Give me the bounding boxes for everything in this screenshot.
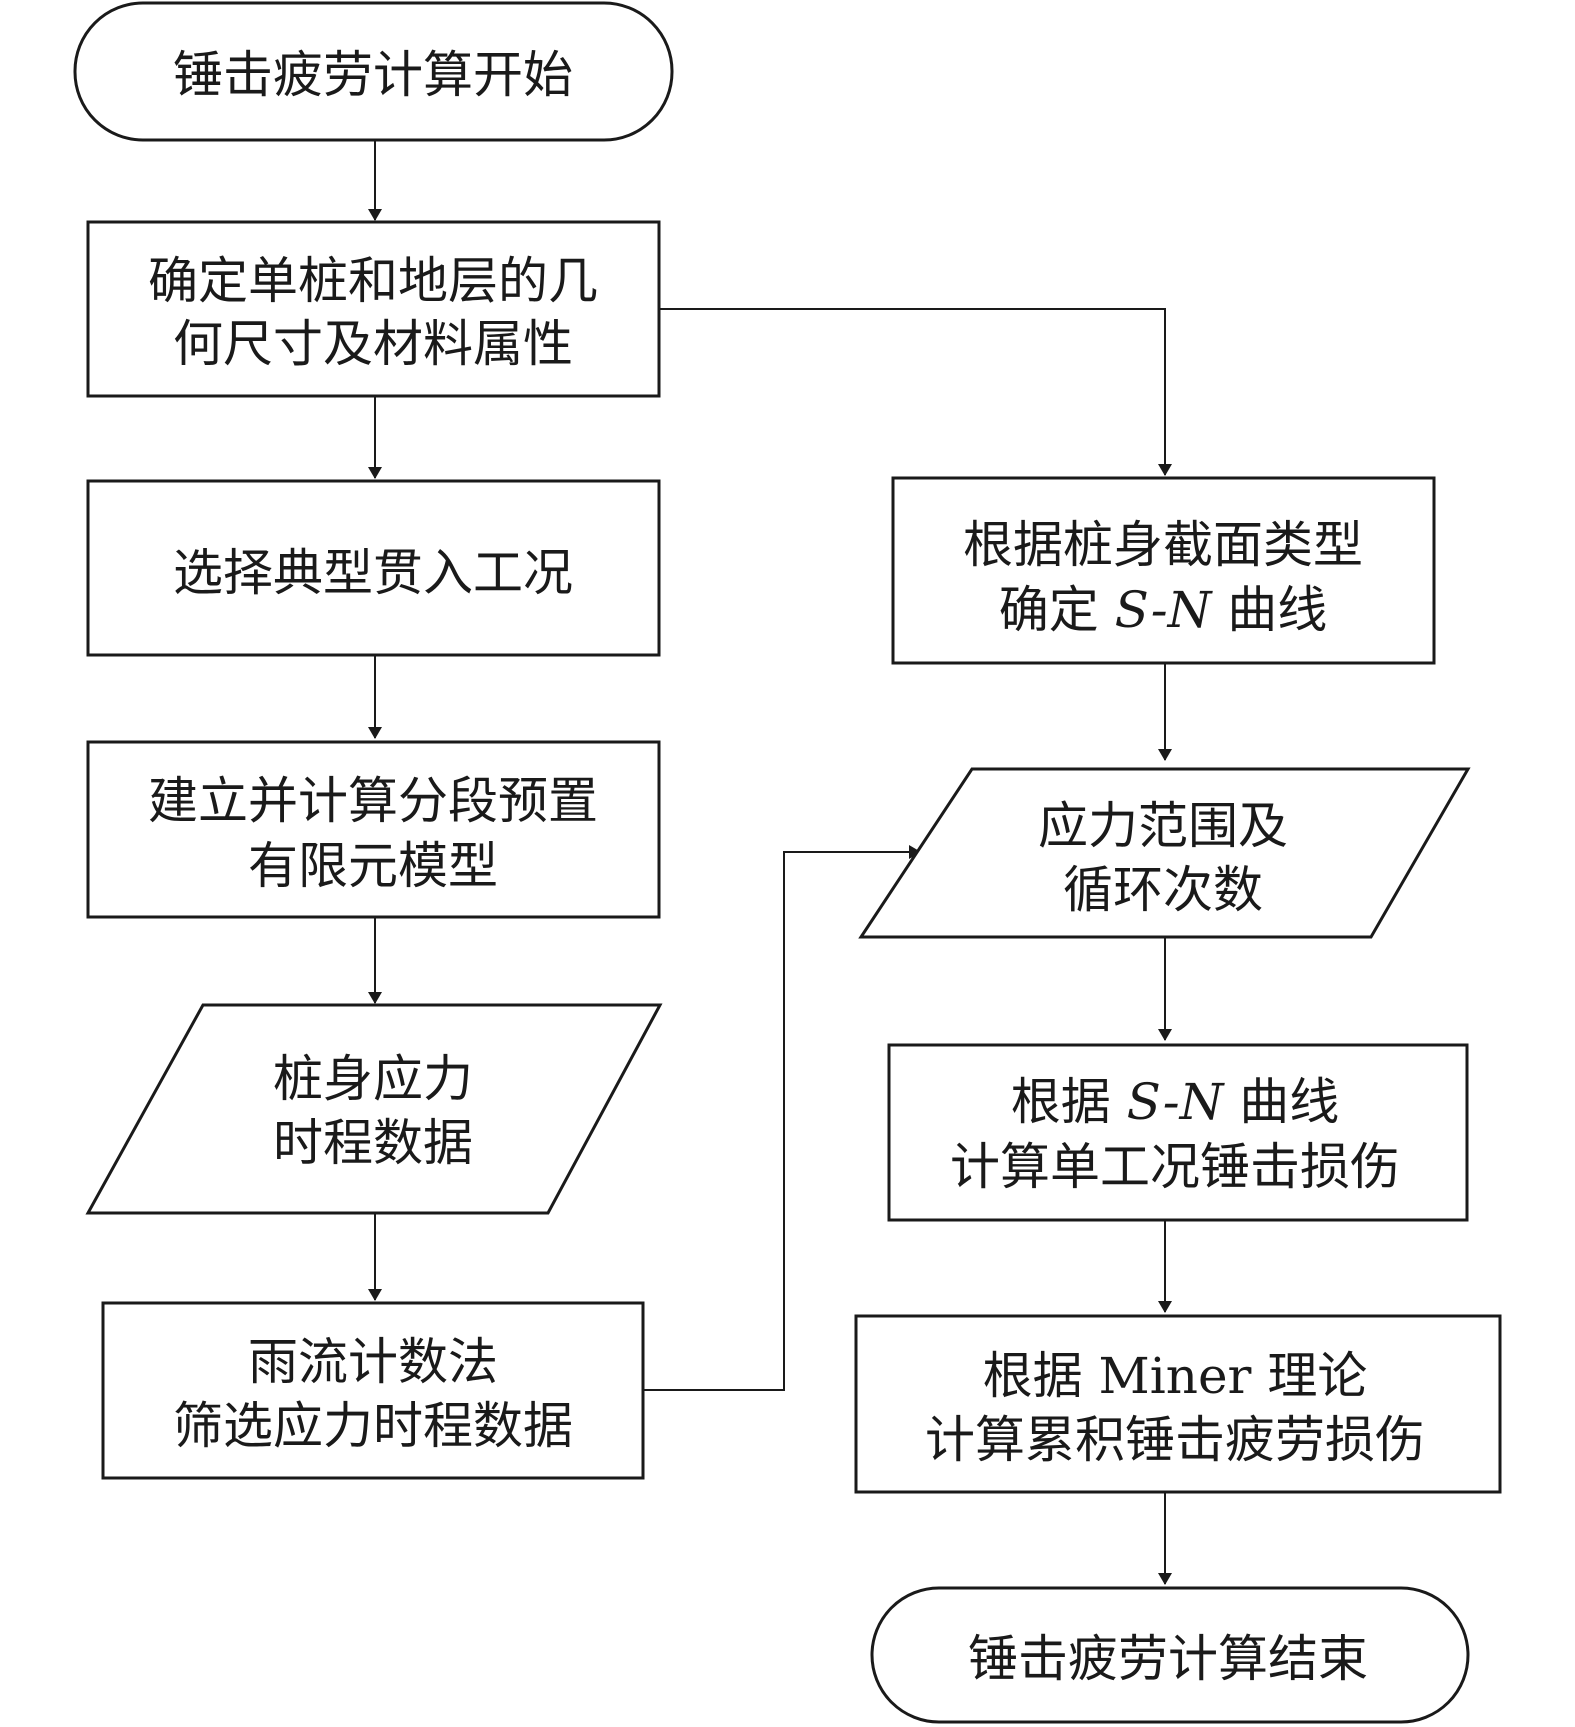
geometry-label-line1: 确定单桩和地层的几 [148, 252, 598, 310]
sn-process-box [891, 476, 1436, 665]
stress-data-label-line2: 时程数据 [273, 1114, 473, 1172]
node-rainflow: 雨流计数法 筛选应力时程数据 [101, 1301, 645, 1480]
end-terminator [870, 1586, 1470, 1724]
stress-data-parallelogram [85, 1003, 663, 1215]
stress-range-parallelogram [858, 767, 1471, 939]
sn-label-line2: 确定 S-N 曲线 [999, 581, 1328, 639]
node-start: 锤击疲劳计算开始 [73, 1, 674, 142]
arrow-rainflow-to-stressrange [643, 845, 921, 1391]
geometry-label-line2: 何尺寸及材料属性 [173, 315, 573, 373]
fe-label-line1: 建立并计算分段预置 [148, 772, 598, 830]
cumulative-label-line1: 根据 Miner 理论 [983, 1347, 1368, 1405]
node-stress-range: 应力范围及 循环次数 [858, 767, 1471, 939]
cumulative-label-line2: 计算累积锤击疲劳损伤 [925, 1411, 1425, 1469]
rainflow-label-line2: 筛选应力时程数据 [173, 1397, 573, 1455]
single-damage-label-line1: 根据 S-N 曲线 [1011, 1073, 1340, 1131]
sn-label-line1: 根据桩身截面类型 [963, 516, 1363, 574]
rainflow-label-line1: 雨流计数法 [248, 1333, 498, 1391]
arrow-geometry-to-sn [658, 308, 1172, 476]
node-end: 锤击疲劳计算结束 [870, 1586, 1470, 1724]
single-damage-process-box [887, 1043, 1469, 1222]
select-label: 选择典型贯入工况 [173, 544, 573, 602]
fe-label-line2: 有限元模型 [248, 837, 498, 895]
rainflow-process-box [101, 1301, 645, 1480]
stress-range-label-line1: 应力范围及 [1038, 797, 1288, 855]
connectors [368, 140, 1172, 1585]
select-process-box [86, 479, 661, 657]
end-label: 锤击疲劳计算结束 [968, 1630, 1368, 1688]
start-label: 锤击疲劳计算开始 [173, 46, 573, 104]
node-stress-data: 桩身应力 时程数据 [85, 1003, 663, 1215]
cumulative-process-box [854, 1314, 1502, 1494]
stress-data-label-line1: 桩身应力 [273, 1050, 473, 1108]
node-single-damage: 根据 S-N 曲线 计算单工况锤击损伤 [887, 1043, 1469, 1222]
node-sn-curve: 根据桩身截面类型 确定 S-N 曲线 [891, 476, 1436, 665]
node-cumulative: 根据 Miner 理论 计算累积锤击疲劳损伤 [854, 1314, 1502, 1494]
start-terminator [73, 1, 674, 142]
single-damage-label-line2: 计算单工况锤击损伤 [950, 1138, 1400, 1196]
node-fe-model: 建立并计算分段预置 有限元模型 [86, 740, 661, 919]
node-geometry: 确定单桩和地层的几 何尺寸及材料属性 [86, 220, 661, 398]
fe-process-box [86, 740, 661, 919]
stress-range-label-line2: 循环次数 [1063, 861, 1263, 919]
node-select-condition: 选择典型贯入工况 [86, 479, 661, 657]
geometry-process-box [86, 220, 661, 398]
